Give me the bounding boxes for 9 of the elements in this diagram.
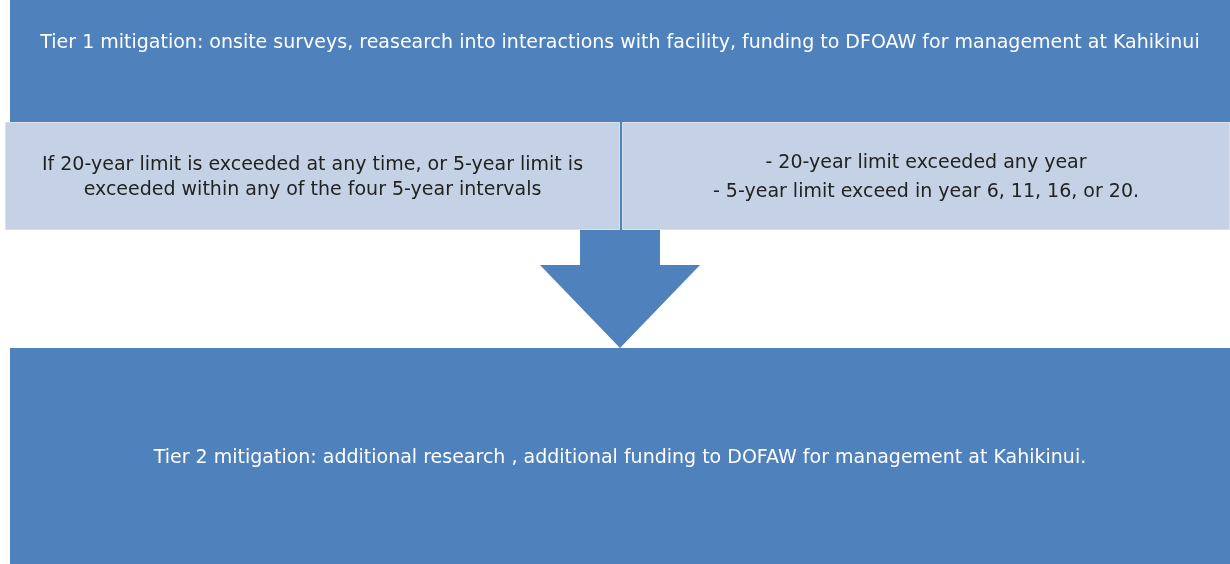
box-text: If 20-year limit is exceeded at any time, or 5-year limit is exceeded within any of the four 5-year intervals xyxy=(40,151,585,201)
box-text: - 5-year limit exceed in year 6, 11, 16, or 20. xyxy=(712,178,1140,203)
tier-box xyxy=(10,348,1230,564)
box-text: Tier 1 mitigation: onsite surveys, reasearch into interactions with facility, funding to DFOAW for management at Kahikinui xyxy=(40,28,1200,54)
condition-box xyxy=(622,122,1230,230)
box-text: Tier 2 mitigation: additional research , additional funding to DOFAW for management at Kahikinui. xyxy=(153,443,1087,469)
box-text: - 20-year limit exceeded any year xyxy=(765,149,1087,174)
tier-box xyxy=(10,0,1230,122)
condition-box xyxy=(5,122,620,230)
